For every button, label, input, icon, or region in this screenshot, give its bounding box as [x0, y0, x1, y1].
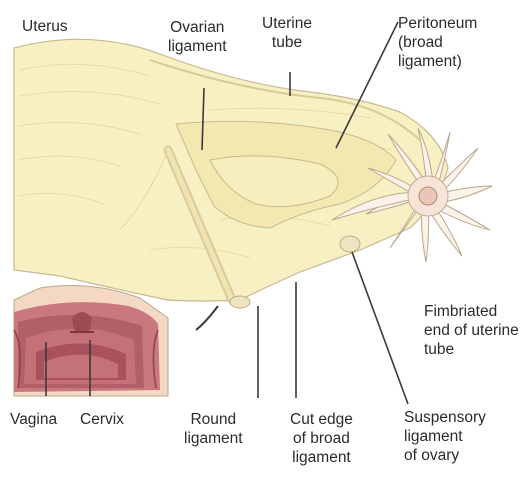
- label-cut-edge-broad-ligament: Cut edge of broad ligament: [290, 410, 353, 467]
- label-peritoneum: Peritoneum (broad ligament): [398, 14, 477, 71]
- label-uterus: Uterus: [22, 17, 68, 36]
- label-fimbriated-end: Fimbriated end of uterine tube: [424, 302, 519, 359]
- label-vagina: Vagina: [10, 410, 57, 429]
- cervix-vagina-illustration: [14, 286, 168, 396]
- label-cervix: Cervix: [80, 410, 124, 429]
- label-ovarian-ligament: Ovarian ligament: [168, 18, 227, 56]
- label-suspensory-ligament: Suspensory ligament of ovary: [404, 408, 486, 465]
- label-round-ligament: Round ligament: [184, 410, 243, 448]
- label-uterine-tube: Uterine tube: [262, 14, 312, 52]
